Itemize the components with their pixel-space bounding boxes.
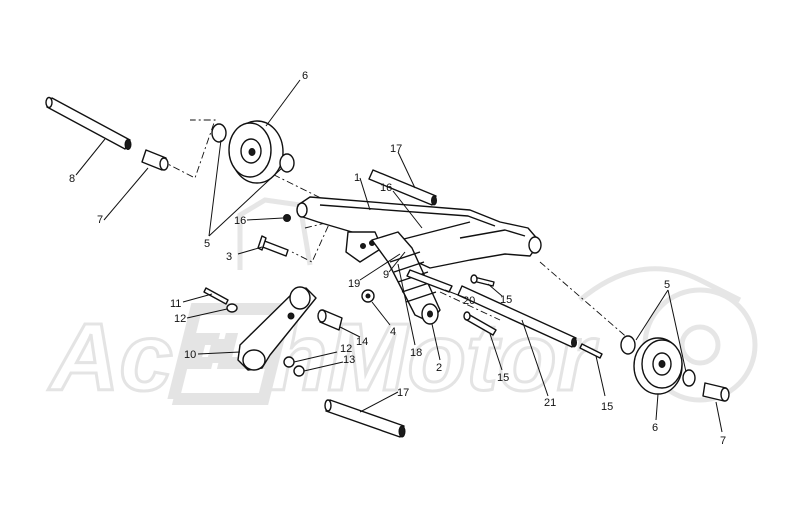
- callout-label: 14: [356, 336, 368, 348]
- bushing-7-right: [702, 382, 730, 402]
- callout-label: 6: [652, 422, 658, 434]
- callout-label: 15: [500, 294, 512, 306]
- washer-5-right-b: [682, 369, 696, 387]
- callout-label: 9: [383, 269, 389, 281]
- centerline-left-axle: [159, 119, 216, 179]
- callout-label: 6: [302, 70, 308, 82]
- leader-lines: [75, 79, 723, 433]
- nut-16-left: [283, 214, 291, 222]
- callout-label: 7: [97, 214, 103, 226]
- callout-label: 13: [343, 354, 355, 366]
- callout-label: 10: [184, 349, 196, 361]
- bushing-7-left: [141, 149, 169, 171]
- callout-label: 7: [720, 435, 726, 447]
- washer-5-left-b: [279, 153, 295, 173]
- callout-label: 18: [410, 347, 422, 359]
- washer-12-lower: [283, 356, 295, 368]
- nut-13: [293, 365, 305, 377]
- centerline-bolt: [291, 221, 331, 263]
- callout-label: 17: [397, 387, 409, 399]
- watermark-wheel-hub: [679, 324, 721, 366]
- rear-arm-1: [296, 196, 542, 269]
- callout-label: 11: [170, 298, 181, 310]
- callout-label: 5: [204, 238, 210, 250]
- callout-label: 16: [234, 215, 246, 227]
- callout-label: 3: [226, 251, 232, 263]
- washer-5-left-a: [211, 123, 227, 143]
- shock-absorber-18: [371, 231, 441, 325]
- callout-labels: 6 8 7 5 16 3 17 16 1 19 9 20 15 11 12 4 …: [69, 70, 726, 447]
- idler-wheel-6-left: [211, 120, 295, 184]
- washer-12-left: [226, 303, 238, 313]
- callout-label: 2: [436, 362, 442, 374]
- washer-5-right-a: [620, 335, 636, 355]
- watermark-figure: [237, 197, 313, 270]
- callout-label: 20: [463, 295, 475, 307]
- centerline-right-axle: [539, 261, 631, 341]
- shaft-21: [457, 285, 577, 348]
- bolt-15-upper: [470, 274, 495, 287]
- callout-label: 21: [544, 397, 556, 409]
- callout-label: 8: [69, 173, 75, 185]
- screw-11: [203, 287, 229, 305]
- callout-label: 12: [340, 343, 352, 355]
- callout-label: 1: [354, 172, 360, 184]
- link-arm-10: [237, 286, 317, 371]
- callout-label: 17: [390, 143, 402, 155]
- washer-4: [361, 289, 375, 303]
- callout-label: 15: [497, 372, 509, 384]
- callout-label: 4: [390, 326, 396, 338]
- bushing-14: [317, 309, 343, 331]
- shaft-17-lower: [324, 399, 406, 438]
- centerline-lower-bolt: [439, 291, 501, 321]
- callout-label: 15: [601, 401, 613, 413]
- callout-label: 16: [380, 182, 392, 194]
- callout-label: 12: [174, 313, 186, 325]
- bolt-3: [257, 235, 289, 257]
- watermark-handlebar: [578, 266, 742, 303]
- idler-wheel-6-right: [620, 335, 696, 395]
- centerline-upper-axle: [259, 167, 336, 206]
- bolt-15-lower: [463, 311, 497, 336]
- callout-label: 5: [664, 279, 670, 291]
- bolt-15-right: [579, 343, 603, 359]
- shaft-8: [45, 96, 132, 150]
- callout-label: 19: [348, 278, 360, 290]
